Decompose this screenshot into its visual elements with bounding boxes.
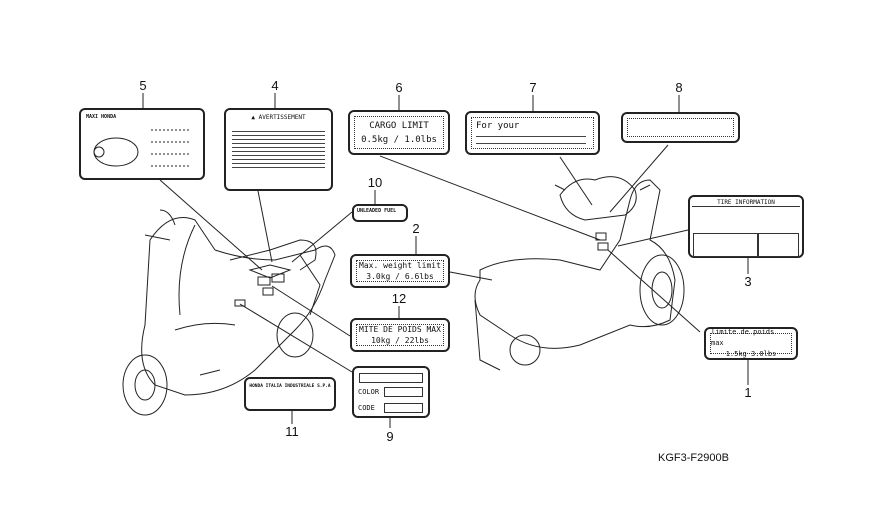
callout-4: 4 <box>271 78 279 93</box>
right-scooter-illustration <box>474 176 685 371</box>
leader-lines <box>142 93 749 428</box>
callout-11: 11 <box>285 424 299 439</box>
callout-6: 6 <box>395 80 403 95</box>
callout-7: 7 <box>529 80 537 95</box>
left-scooter-illustration <box>122 209 336 416</box>
callout-12: 12 <box>391 291 407 306</box>
label-4-avertissement: ▲ AVERTISSEMENT <box>224 108 333 191</box>
diagram-code: KGF3-F2900B <box>658 452 729 464</box>
callout-1: 1 <box>744 385 752 400</box>
label-8 <box>621 112 740 143</box>
callout-8: 8 <box>675 80 683 95</box>
callout-9: 9 <box>386 429 394 444</box>
label-7-for-your: For your <box>465 111 600 155</box>
label-9-color-code: COLOR CODE <box>352 366 430 418</box>
label-10-unleaded-fuel: UNLEADED FUEL <box>352 204 408 222</box>
label-11-honda-italia: HONDA ITALIA INDUSTRIALE S.P.A <box>244 377 336 411</box>
scooter-sketch-icon <box>93 129 191 167</box>
label-5-maxi-honda: MAXI HONDA <box>79 108 205 180</box>
callout-10: 10 <box>367 175 383 190</box>
label-3-tire-information: TIRE INFORMATION <box>688 195 804 258</box>
callout-3: 3 <box>744 274 752 289</box>
warning-icon: ▲ <box>251 114 259 121</box>
callout-2: 2 <box>412 221 420 236</box>
callout-5: 5 <box>139 78 147 93</box>
